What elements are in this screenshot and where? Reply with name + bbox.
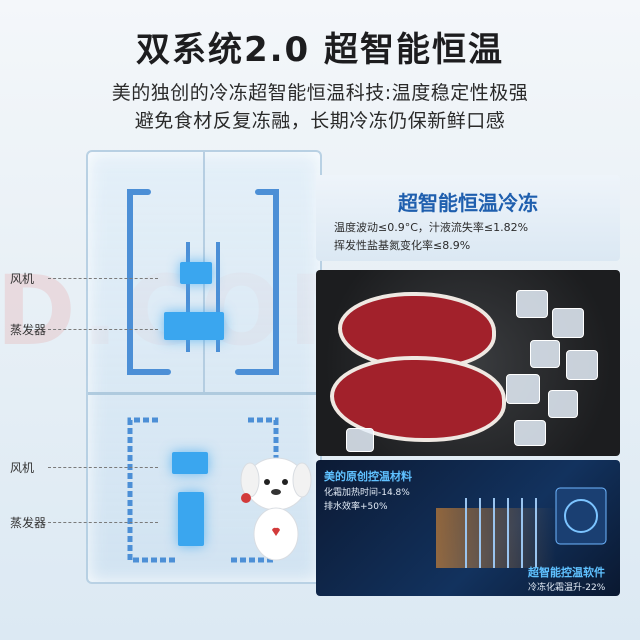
ice-cube bbox=[516, 290, 548, 318]
ice-cube bbox=[506, 374, 540, 404]
tech-software-line-1: 冷冻化霜温升-22% bbox=[528, 583, 606, 593]
fridge-upper-compartment bbox=[88, 152, 320, 395]
feature-spec-line-1: 温度波动≤0.9°C，汁液流失率≤1.82% bbox=[334, 221, 529, 234]
feature-panel: 超智能恒温冷冻 温度波动≤0.9°C，汁液流失率≤1.82% 挥发性盐基氮变化率… bbox=[316, 175, 620, 261]
ice-cube bbox=[514, 420, 546, 446]
frozen-steak-photo bbox=[316, 270, 620, 456]
subtitle-line-1: 美的独创的冷冻超智能恒温科技:温度稳定性极强 bbox=[111, 82, 529, 104]
lower-airflow-icon bbox=[127, 417, 279, 563]
ice-cube bbox=[552, 308, 584, 338]
lower-fan-block bbox=[172, 452, 208, 474]
feature-spec-line-2: 挥发性盐基氮变化率≤8.9% bbox=[334, 239, 471, 252]
label-line-fan-upper bbox=[48, 278, 158, 279]
steak-bottom bbox=[330, 356, 506, 442]
ice-cube bbox=[346, 428, 374, 452]
evaporator-tech-icon bbox=[436, 487, 607, 568]
lower-evaporator-block bbox=[178, 492, 204, 546]
tech-software-title: 超智能控温软件 bbox=[528, 566, 605, 579]
upper-evaporator-block bbox=[164, 312, 224, 340]
feature-title: 超智能恒温冷冻 bbox=[398, 191, 538, 215]
label-line-evaporator-lower bbox=[48, 522, 158, 523]
ice-cube bbox=[530, 340, 560, 368]
tech-material-line-1: 化霜加热时间-14.8% bbox=[324, 488, 410, 498]
label-fan-upper: 风机 bbox=[10, 272, 35, 286]
tech-material-title: 美的原创控温材料 bbox=[324, 470, 412, 483]
label-fan-lower: 风机 bbox=[10, 461, 35, 475]
label-evaporator-upper: 蒸发器 bbox=[10, 323, 47, 337]
subtitle-line-2: 避免食材反复冻融，长期冷冻仍保新鲜口感 bbox=[134, 110, 506, 132]
ice-cube bbox=[548, 390, 578, 418]
page-title: 双系统2.0 超智能恒温 bbox=[135, 30, 505, 70]
upper-fan-block bbox=[180, 262, 212, 284]
label-line-evaporator-upper bbox=[48, 329, 158, 330]
label-line-fan-lower bbox=[48, 467, 158, 468]
label-evaporator-lower: 蒸发器 bbox=[10, 516, 47, 530]
mascot-dog-icon bbox=[240, 457, 312, 561]
ice-cube bbox=[566, 350, 598, 380]
tech-material-line-2: 排水效率+50% bbox=[324, 502, 388, 512]
tech-panel: 美的原创控温材料 化霜加热时间-14.8% 排水效率+50% 超智能控温软件 冷… bbox=[316, 460, 620, 596]
